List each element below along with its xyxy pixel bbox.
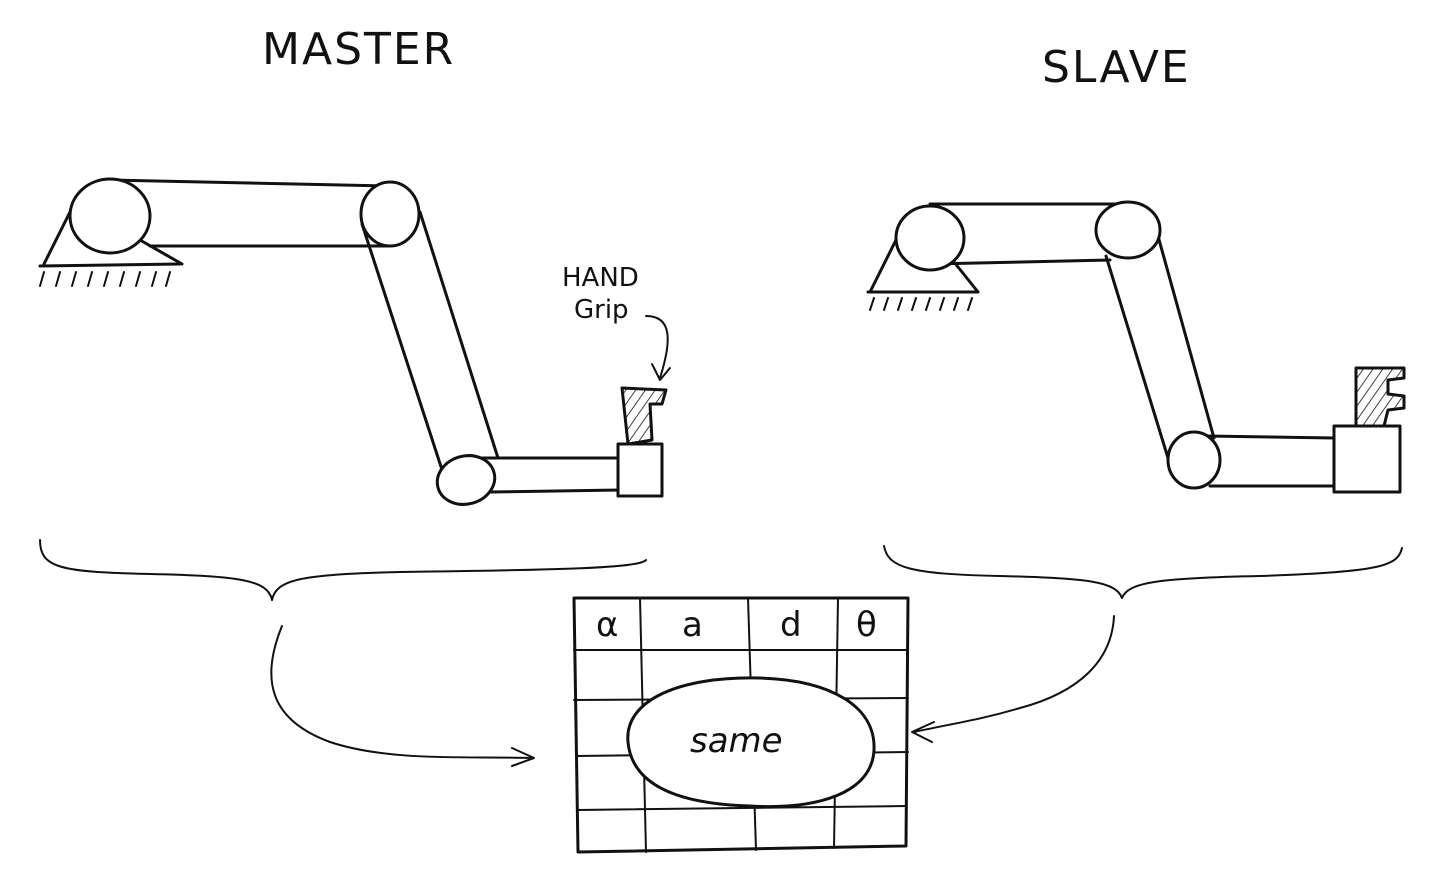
master-link-2 <box>362 212 498 482</box>
slave-arrow <box>912 616 1114 742</box>
master-arrow <box>271 626 534 766</box>
master-link-1 <box>110 180 388 246</box>
hand-grip-label-line-2: Grip <box>574 295 629 325</box>
hand-grip-arrow <box>646 316 670 380</box>
master-link-3 <box>482 458 624 492</box>
master-brace <box>40 540 646 600</box>
slave-base-joint <box>896 206 964 270</box>
dh-parameter-table: α a d θ same <box>574 598 908 852</box>
table-header-alpha: α <box>596 605 618 645</box>
slave-elbow-joint <box>1096 202 1160 258</box>
slave-title: SLAVE <box>1042 42 1191 93</box>
master-elbow-joint <box>361 182 419 246</box>
hand-grip-label-line-1: HAND <box>562 263 639 293</box>
slave-link-2 <box>1106 236 1214 458</box>
table-header-theta: θ <box>856 605 877 645</box>
slave-wrist-joint <box>1168 432 1220 488</box>
slave-arm <box>868 202 1404 492</box>
table-header-d: d <box>780 605 802 645</box>
same-label: same <box>690 721 783 761</box>
table-header-a: a <box>682 605 703 645</box>
slave-brace <box>884 546 1402 598</box>
slave-link-3 <box>1206 436 1334 486</box>
master-ground <box>40 264 180 286</box>
master-title: MASTER <box>262 24 455 75</box>
slave-gripper <box>1334 368 1404 492</box>
master-hand-grip <box>618 388 666 496</box>
master-arm: HAND Grip <box>40 179 670 511</box>
master-base-joint <box>70 179 150 253</box>
slave-ground <box>868 292 978 310</box>
